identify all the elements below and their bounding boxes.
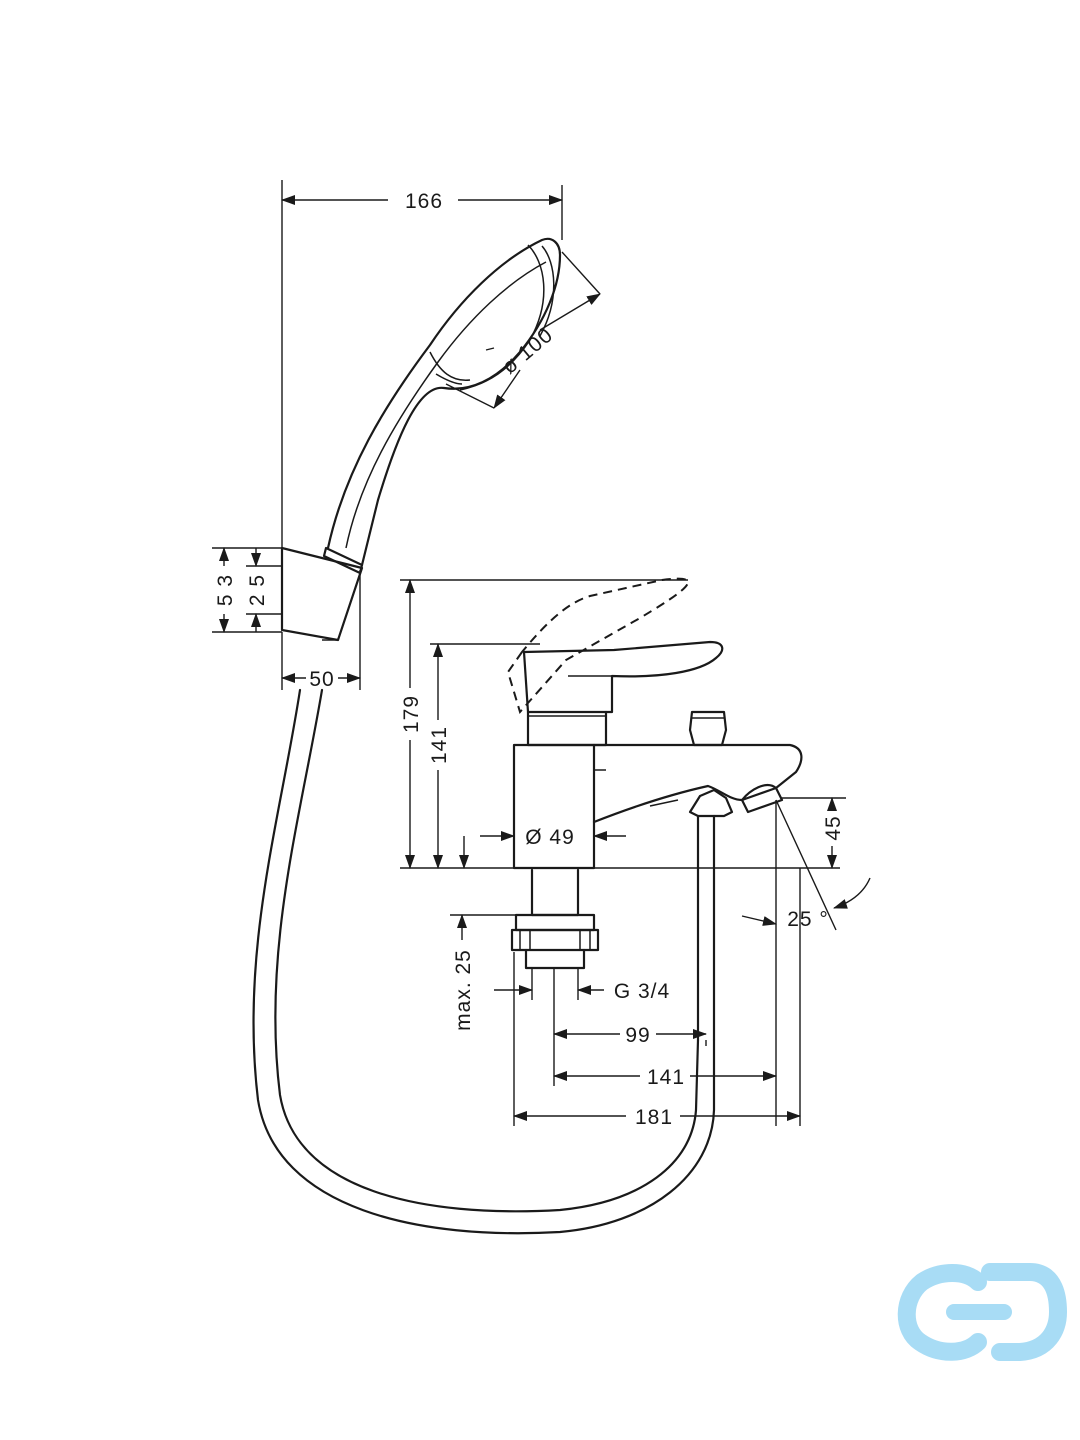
faucet-body	[506, 577, 803, 1042]
label-25-degrees: 25 °	[787, 908, 829, 931]
label-166: 166	[405, 190, 443, 213]
dim-45	[780, 797, 846, 869]
label-max-25: max. 25	[452, 949, 475, 1031]
dim-max-25	[450, 914, 516, 940]
dim-g34	[494, 968, 604, 1000]
label-diameter-100: ø 100	[498, 323, 558, 378]
label-g34: G 3/4	[614, 980, 670, 1003]
label-99: 99	[625, 1024, 650, 1047]
wall-holder	[280, 546, 364, 642]
dim-25-degrees	[741, 799, 871, 1126]
label-53: 5 3	[214, 574, 237, 606]
label-181: 181	[635, 1106, 673, 1129]
label-diameter-49: Ø 49	[525, 826, 575, 849]
dim-53-25	[212, 547, 282, 633]
dim-179-141	[400, 579, 688, 869]
dim-166	[281, 180, 563, 548]
dim-50	[281, 570, 361, 690]
label-141-height: 141	[428, 726, 451, 764]
dim-100	[445, 251, 601, 409]
label-50: 50	[309, 668, 334, 691]
watermark-logo	[897, 1263, 1068, 1361]
dim-bottom	[513, 952, 801, 1126]
label-45: 45	[822, 815, 845, 840]
mounting-shank	[510, 868, 600, 970]
shower-hose	[252, 688, 716, 1235]
label-141-depth: 141	[647, 1066, 685, 1089]
label-25: 2 5	[246, 574, 269, 606]
hand-shower	[322, 237, 562, 575]
label-179: 179	[400, 695, 423, 733]
